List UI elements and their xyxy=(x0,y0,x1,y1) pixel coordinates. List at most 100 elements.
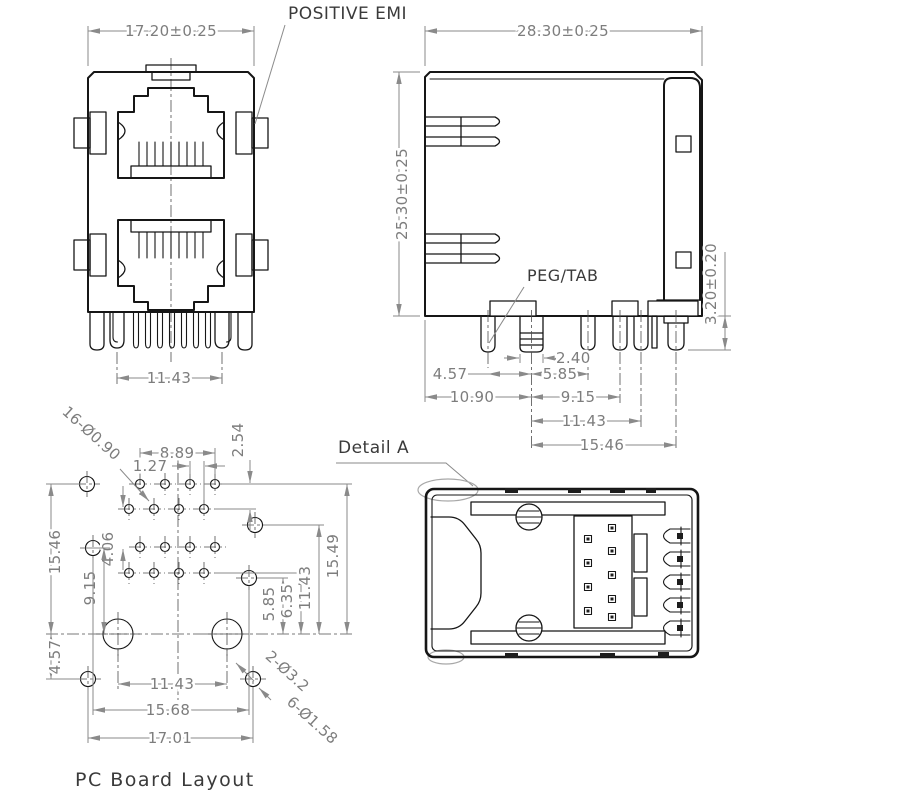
pin-block xyxy=(573,515,633,629)
dim-side-height: 25.30±0.25 xyxy=(393,148,411,240)
standoff-boss xyxy=(647,300,699,317)
contact-finger xyxy=(662,549,691,569)
pin-pad xyxy=(607,594,617,604)
solder-pin xyxy=(633,315,649,351)
drill-hole-small xyxy=(154,536,176,558)
pin-pad xyxy=(583,606,593,616)
top-ground-tab-inner xyxy=(151,71,191,81)
dim-right-11-43: 11.43 xyxy=(296,566,314,610)
drill-hole-small xyxy=(204,536,226,558)
dim-bottom-15-68: 15.68 xyxy=(146,701,190,719)
pin-pad xyxy=(607,570,617,580)
standoff-boss xyxy=(489,300,537,317)
insulator-rib xyxy=(633,533,648,573)
drill-hole-small xyxy=(129,536,151,558)
shield-seam-bar xyxy=(470,501,666,516)
dim-peg-width: 2.40 xyxy=(556,349,591,367)
emi-tab xyxy=(235,111,253,155)
contact-finger xyxy=(662,595,691,615)
detail-outer-shell xyxy=(424,487,700,659)
solder-pin xyxy=(580,315,596,351)
board-holes xyxy=(74,471,268,692)
callout-mid-holes: 6-Ø1.58 xyxy=(283,693,341,748)
detail-a-view: Detail A xyxy=(336,436,700,665)
pin-pad xyxy=(607,546,617,556)
upper-port-opening xyxy=(117,87,225,179)
drill-hole-medium xyxy=(236,565,262,591)
caption: PC Board Layout xyxy=(75,769,255,791)
shield-plate-leg xyxy=(651,315,658,349)
detail-a-label: Detail A xyxy=(338,438,409,458)
dim-left-4-57: 4.57 xyxy=(46,640,64,675)
shield-leg xyxy=(109,311,125,349)
drill-hole-small xyxy=(168,562,190,584)
lower-port-opening xyxy=(117,219,225,311)
dim-row-span: 8.89 xyxy=(160,444,195,462)
front-shield-body xyxy=(87,71,255,313)
strip-window xyxy=(675,251,692,269)
drill-hole-small xyxy=(168,498,190,520)
drill-hole-large xyxy=(205,612,249,656)
dim-right-15-49: 15.49 xyxy=(324,534,342,578)
emi-tab xyxy=(89,111,107,155)
shield-leg xyxy=(237,311,253,351)
shield-seam-bar xyxy=(470,630,666,645)
positive-emi-label: POSITIVE EMI xyxy=(288,4,407,24)
pin-array xyxy=(583,523,617,622)
front-solder-pins xyxy=(132,311,212,349)
drill-hole-medium xyxy=(242,512,268,538)
dim-side-width: 28.30±0.25 xyxy=(517,22,609,40)
detail-a-leader xyxy=(336,462,474,487)
top-ground-tab xyxy=(145,64,197,73)
drill-hole-small xyxy=(143,562,165,584)
dim-right-6-35: 6.35 xyxy=(278,584,296,619)
detail-inner-shell xyxy=(431,494,693,652)
pin-pad xyxy=(583,582,593,592)
pin-pad xyxy=(607,523,617,533)
dim-group-gap: 4.06 xyxy=(99,532,117,567)
drill-hole-small xyxy=(118,498,140,520)
dim-left-15-46: 15.46 xyxy=(46,530,64,574)
dim-bottom-17-01: 17.01 xyxy=(148,729,192,747)
dim-offset-9-15: 9.15 xyxy=(561,388,596,406)
drill-hole-small xyxy=(143,498,165,520)
dim-offset-15-46: 15.46 xyxy=(580,436,624,454)
dim-row-gap: 2.54 xyxy=(229,423,247,458)
contact-combs xyxy=(138,141,204,259)
front-dimensions: 17.20±0.25 11.43 xyxy=(87,20,255,390)
rear-ground-strip xyxy=(663,77,701,301)
dim-offset-11-43: 11.43 xyxy=(562,412,606,430)
dim-front-pin-span: 11.43 xyxy=(147,369,191,387)
peg-tab-leader xyxy=(488,286,525,344)
housing-nose xyxy=(430,516,482,630)
solder-pin xyxy=(612,315,628,351)
positive-emi-leader xyxy=(254,24,286,125)
standoff-boss xyxy=(611,300,639,317)
side-dimensions: 28.30±0.25 25.30±0.25 2.40 4.57 5.85 10.… xyxy=(391,20,731,457)
emi-finger-slots xyxy=(424,116,501,264)
pin-pad xyxy=(583,534,593,544)
drill-hole-medium xyxy=(240,666,266,692)
side-legs xyxy=(480,315,689,353)
upper-port-side-contacts xyxy=(117,121,225,141)
solder-pin xyxy=(667,322,685,351)
emi-side-tabs xyxy=(73,111,269,277)
callout-small-holes: 16-Ø0.90 xyxy=(59,402,125,464)
dim-front-width: 17.20±0.25 xyxy=(125,22,217,40)
drill-hole-small xyxy=(118,562,140,584)
dim-bottom-11-43: 11.43 xyxy=(150,675,194,693)
shield-leg-hook xyxy=(225,311,232,343)
shield-nubs xyxy=(505,488,669,658)
strip-window xyxy=(675,135,692,153)
dim-left-9-15: 9.15 xyxy=(81,571,99,606)
front-legs xyxy=(89,311,253,351)
pc-board-layout: 8.89 1.27 2.54 4.06 15.46 9.15 4.57 5.85… xyxy=(44,400,352,793)
lower-port-side-contacts xyxy=(117,259,225,279)
drill-hole-small xyxy=(129,473,151,495)
board-dimensions: 8.89 1.27 2.54 4.06 15.46 9.15 4.57 5.85… xyxy=(44,420,352,750)
drill-hole-large xyxy=(96,612,140,656)
pin-centerlines xyxy=(487,310,677,451)
dim-offset-4-57: 4.57 xyxy=(433,365,468,383)
contact-finger xyxy=(662,618,691,638)
